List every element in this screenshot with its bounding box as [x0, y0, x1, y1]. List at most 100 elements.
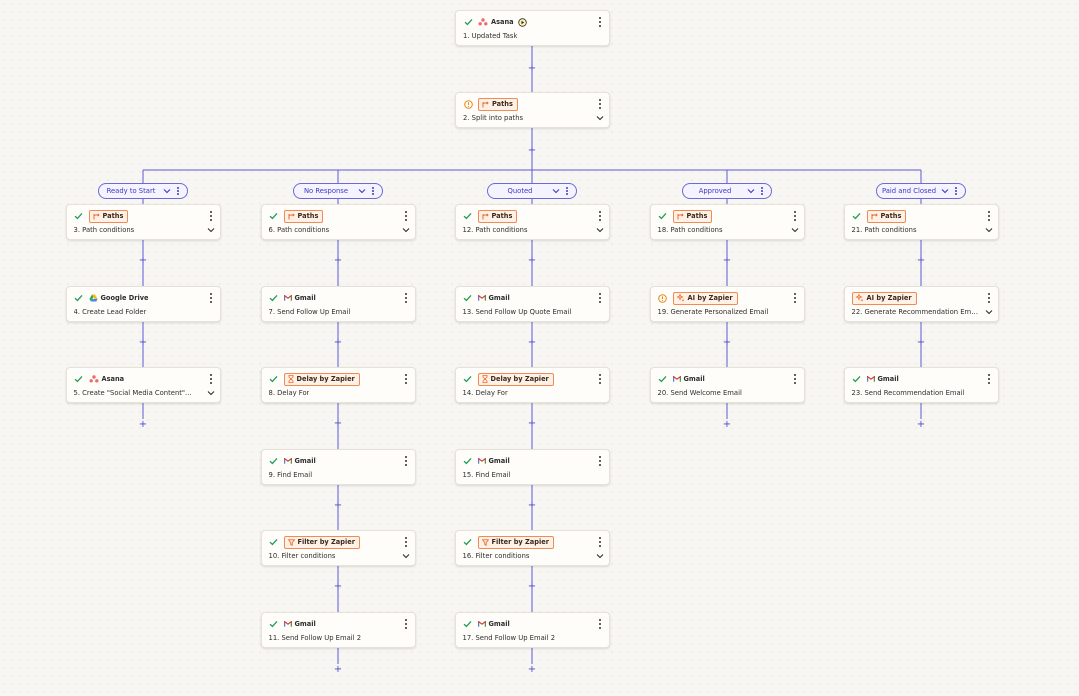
chevron-down-icon[interactable]: [163, 188, 171, 194]
add-step-button[interactable]: +: [333, 500, 343, 511]
split-paths-step[interactable]: Paths 2. Split into paths: [455, 92, 610, 128]
chevron-down-icon[interactable]: [207, 390, 215, 396]
path-branch-pill[interactable]: Quoted: [487, 183, 577, 199]
step-title: 7. Send Follow Up Email: [268, 308, 351, 316]
add-step-button[interactable]: +: [527, 664, 537, 675]
add-step-button[interactable]: +: [916, 337, 926, 348]
step-menu-icon[interactable]: [207, 210, 215, 222]
step-menu-icon[interactable]: [402, 618, 410, 630]
add-step-button[interactable]: +: [527, 581, 537, 592]
step-menu-icon[interactable]: [791, 292, 799, 304]
chevron-down-icon[interactable]: [941, 188, 949, 194]
add-step-button[interactable]: +: [333, 337, 343, 348]
step-menu-icon[interactable]: [791, 373, 799, 385]
step-menu-icon[interactable]: [402, 210, 410, 222]
path-menu-icon[interactable]: [564, 186, 570, 196]
add-step-button[interactable]: +: [527, 418, 537, 429]
path-branch-pill[interactable]: Approved: [682, 183, 772, 199]
add-step-button[interactable]: +: [916, 419, 926, 430]
add-step-button[interactable]: +: [527, 63, 537, 74]
chevron-down-icon[interactable]: [596, 227, 604, 233]
path-menu-icon[interactable]: [759, 186, 765, 196]
step-menu-icon[interactable]: [402, 373, 410, 385]
chevron-down-icon[interactable]: [596, 553, 604, 559]
add-step-button[interactable]: +: [138, 255, 148, 266]
path-menu-icon[interactable]: [370, 186, 376, 196]
add-step-button[interactable]: +: [333, 418, 343, 429]
step-menu-icon[interactable]: [985, 210, 993, 222]
step-menu-icon[interactable]: [596, 536, 604, 548]
path-branch-pill[interactable]: Ready to Start: [98, 183, 188, 199]
chevron-down-icon[interactable]: [402, 227, 410, 233]
check-icon: [269, 537, 279, 547]
add-step-button[interactable]: +: [333, 664, 343, 675]
add-step-button[interactable]: +: [527, 145, 537, 156]
step-menu-icon[interactable]: [402, 292, 410, 304]
add-step-button[interactable]: +: [916, 255, 926, 266]
step-menu-icon[interactable]: [985, 373, 993, 385]
step-menu-icon[interactable]: [596, 16, 604, 28]
add-step-button[interactable]: +: [138, 337, 148, 348]
chevron-down-icon[interactable]: [207, 227, 215, 233]
chevron-down-icon[interactable]: [985, 227, 993, 233]
chevron-down-icon[interactable]: [747, 188, 755, 194]
step-menu-icon[interactable]: [596, 618, 604, 630]
step-header: Gmail: [658, 372, 705, 386]
step-menu-icon[interactable]: [207, 373, 215, 385]
step-menu-icon[interactable]: [596, 373, 604, 385]
chevron-down-icon[interactable]: [596, 115, 604, 121]
add-step-button[interactable]: +: [138, 419, 148, 430]
path-menu-icon[interactable]: [953, 186, 959, 196]
step-menu-icon[interactable]: [985, 292, 993, 304]
path-branch-pill[interactable]: No Response: [293, 183, 383, 199]
add-step-button[interactable]: +: [527, 255, 537, 266]
chevron-down-icon[interactable]: [358, 188, 366, 194]
path-menu-icon[interactable]: [175, 186, 181, 196]
chevron-down-icon[interactable]: [791, 227, 799, 233]
chevron-down-icon[interactable]: [552, 188, 560, 194]
chevron-down-icon[interactable]: [402, 553, 410, 559]
add-step-button[interactable]: +: [527, 500, 537, 511]
add-step-button[interactable]: +: [527, 337, 537, 348]
add-step-button[interactable]: +: [333, 581, 343, 592]
step-menu-icon[interactable]: [596, 455, 604, 467]
step-app-name: Google Drive: [100, 294, 149, 302]
trigger-step[interactable]: Asana 1. Updated Task: [455, 10, 610, 46]
step-menu-icon[interactable]: [596, 292, 604, 304]
step-menu-icon[interactable]: [791, 210, 799, 222]
path-branch-pill[interactable]: Paid and Closed: [876, 183, 966, 199]
chevron-down-icon[interactable]: [985, 309, 993, 315]
add-step-button[interactable]: +: [722, 419, 732, 430]
step-menu-icon[interactable]: [402, 455, 410, 467]
add-step-button[interactable]: +: [722, 337, 732, 348]
step-menu-icon[interactable]: [596, 98, 604, 110]
step-menu-icon[interactable]: [207, 292, 215, 304]
add-step-button[interactable]: +: [722, 255, 732, 266]
add-step-button[interactable]: +: [333, 255, 343, 266]
step-menu-icon[interactable]: [596, 210, 604, 222]
step-menu-icon[interactable]: [402, 536, 410, 548]
